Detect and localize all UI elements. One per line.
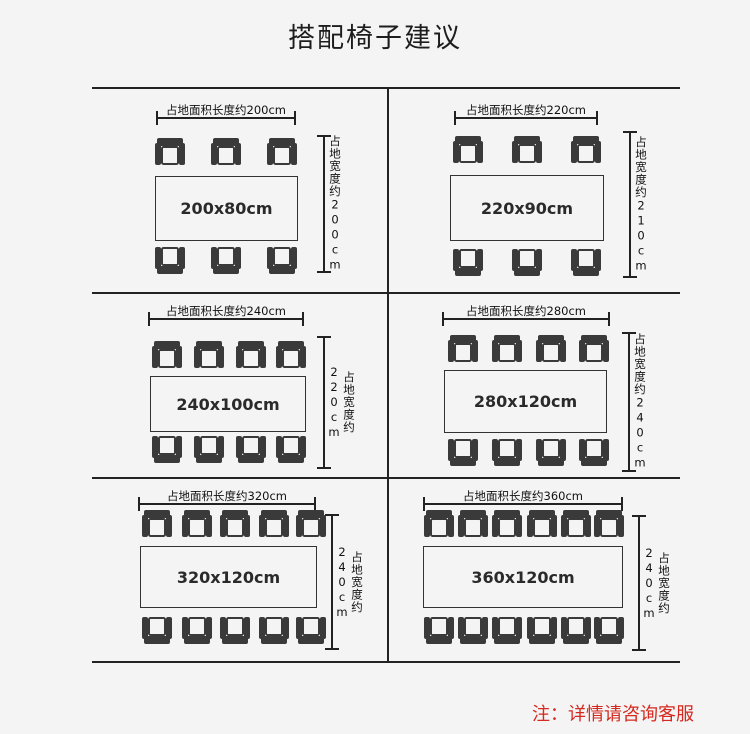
length-label: 占地面积长度约240cm bbox=[166, 304, 286, 318]
chair bbox=[275, 434, 307, 464]
chair bbox=[560, 509, 592, 539]
chair bbox=[210, 137, 242, 167]
grid-line-row1 bbox=[92, 292, 680, 294]
width-label: 占地宽度约200cm bbox=[328, 135, 342, 273]
chair bbox=[570, 135, 602, 165]
chair bbox=[593, 615, 625, 645]
chair bbox=[452, 247, 484, 277]
length-dimension: 占地面积长度约240cm bbox=[148, 304, 304, 326]
length-label: 占地面积长度约220cm bbox=[466, 103, 586, 117]
chair bbox=[491, 437, 523, 467]
chair bbox=[154, 245, 186, 275]
table: 280x120cm bbox=[444, 370, 607, 433]
width-label: 占地宽度约240cm bbox=[642, 545, 671, 621]
chair bbox=[141, 509, 173, 539]
width-label: 占地宽度约240cm bbox=[633, 333, 647, 471]
layout-cell-0: 占地面积长度约200cm 占地宽度约200cm 200x80cm bbox=[92, 87, 387, 292]
chair bbox=[535, 334, 567, 364]
table: 240x100cm bbox=[150, 376, 306, 432]
page-title: 搭配椅子建议 bbox=[288, 23, 462, 54]
width-label: 占地宽度约220cm bbox=[327, 365, 356, 440]
chair bbox=[210, 245, 242, 275]
layout-grid: 占地面积长度约200cm 占地宽度约200cm 200x80cm 占地面积长度约… bbox=[92, 87, 680, 663]
chair bbox=[154, 137, 186, 167]
chair bbox=[181, 509, 213, 539]
chair bbox=[219, 615, 251, 645]
grid-line-bottom bbox=[92, 661, 680, 663]
chair bbox=[423, 509, 455, 539]
width-dimension: 占地宽度约240cm bbox=[632, 515, 671, 651]
grid-line-center bbox=[387, 87, 389, 663]
chair bbox=[578, 334, 610, 364]
chair bbox=[219, 509, 251, 539]
chair bbox=[457, 509, 489, 539]
chair bbox=[193, 434, 225, 464]
width-label: 占地宽度约240cm bbox=[335, 544, 364, 620]
table: 200x80cm bbox=[155, 176, 298, 241]
chair bbox=[491, 334, 523, 364]
chair bbox=[457, 615, 489, 645]
chair bbox=[452, 135, 484, 165]
chair bbox=[511, 247, 543, 277]
width-dimension: 占地宽度约240cm bbox=[622, 332, 647, 472]
width-label: 占地宽度约210cm bbox=[634, 135, 648, 274]
chair bbox=[535, 437, 567, 467]
width-dimension: 占地宽度约220cm bbox=[317, 336, 356, 469]
length-label: 占地面积长度约320cm bbox=[167, 489, 287, 503]
chair bbox=[423, 615, 455, 645]
length-dimension: 占地面积长度约200cm bbox=[156, 103, 296, 125]
table: 320x120cm bbox=[140, 546, 317, 608]
width-dimension: 占地宽度约210cm bbox=[623, 131, 648, 278]
chair bbox=[447, 437, 479, 467]
layout-cell-5: 占地面积长度约360cm 占地宽度约240cm 360x120cm bbox=[389, 479, 680, 661]
chair bbox=[447, 334, 479, 364]
layout-cell-1: 占地面积长度约220cm 占地宽度约210cm 220x90cm bbox=[389, 87, 680, 292]
length-dimension: 占地面积长度约220cm bbox=[454, 103, 598, 125]
chair bbox=[235, 434, 267, 464]
chair bbox=[560, 615, 592, 645]
length-label: 占地面积长度约360cm bbox=[463, 489, 583, 503]
chair bbox=[151, 340, 183, 370]
chair bbox=[141, 615, 173, 645]
width-dimension: 占地宽度约240cm bbox=[325, 514, 364, 650]
length-label: 占地面积长度约200cm bbox=[166, 103, 286, 117]
length-dimension: 占地面积长度约360cm bbox=[423, 489, 623, 511]
chair bbox=[511, 135, 543, 165]
layout-cell-4: 占地面积长度约320cm 占地宽度约240cm 320x120cm bbox=[92, 479, 387, 661]
chair bbox=[295, 509, 327, 539]
chair bbox=[593, 509, 625, 539]
width-dimension: 占地宽度约200cm bbox=[317, 135, 342, 273]
layout-cell-2: 占地面积长度约240cm 占地宽度约220cm 240x100cm bbox=[92, 294, 387, 477]
chair bbox=[258, 615, 290, 645]
length-dimension: 占地面积长度约280cm bbox=[442, 304, 610, 326]
length-label: 占地面积长度约280cm bbox=[466, 304, 586, 318]
chair bbox=[151, 434, 183, 464]
grid-line-top bbox=[92, 87, 680, 89]
chair bbox=[181, 615, 213, 645]
chair bbox=[526, 615, 558, 645]
footer-note: 注：详情请咨询客服 bbox=[532, 704, 694, 725]
layout-cell-3: 占地面积长度约280cm 占地宽度约240cm 280x120cm bbox=[389, 294, 680, 477]
chair bbox=[193, 340, 225, 370]
grid-line-row2 bbox=[92, 477, 680, 479]
chair bbox=[275, 340, 307, 370]
chair bbox=[570, 247, 602, 277]
chair bbox=[526, 509, 558, 539]
chair bbox=[235, 340, 267, 370]
table: 360x120cm bbox=[423, 546, 623, 608]
chair bbox=[258, 509, 290, 539]
chair bbox=[266, 137, 298, 167]
chair bbox=[578, 437, 610, 467]
length-dimension: 占地面积长度约320cm bbox=[138, 489, 316, 511]
table: 220x90cm bbox=[450, 175, 604, 241]
chair bbox=[491, 509, 523, 539]
chair bbox=[266, 245, 298, 275]
chair bbox=[491, 615, 523, 645]
chair bbox=[295, 615, 327, 645]
